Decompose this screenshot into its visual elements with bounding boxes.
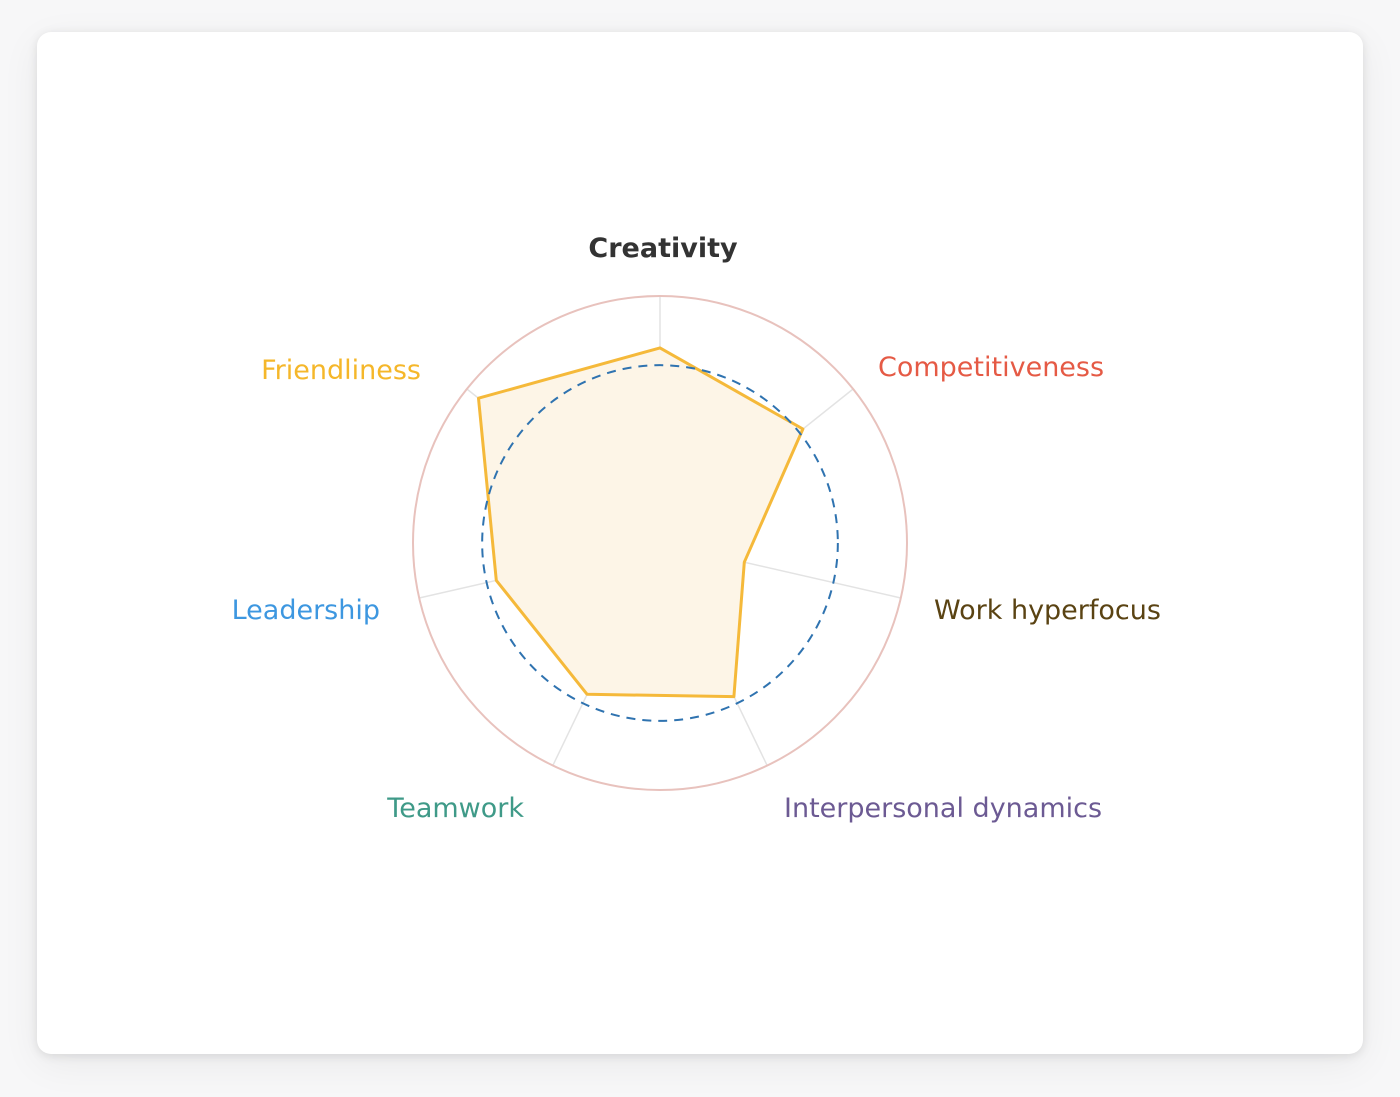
axis-label-creativity: Creativity [588, 233, 738, 264]
radar-outer-circle [412, 295, 908, 791]
axis-label-teamwork: Teamwork [386, 793, 524, 824]
axis-label-interpersonal-dynamics: Interpersonal dynamics [784, 793, 1102, 824]
reference-circle [481, 364, 839, 722]
axis-label-work-hyperfocus: Work hyperfocus [934, 595, 1161, 626]
series-area [477, 346, 805, 699]
axis-label-leadership: Leadership [232, 595, 380, 626]
axis-label-friendliness: Friendliness [261, 355, 421, 386]
axis-label-competitiveness: Competitiveness [878, 352, 1104, 383]
